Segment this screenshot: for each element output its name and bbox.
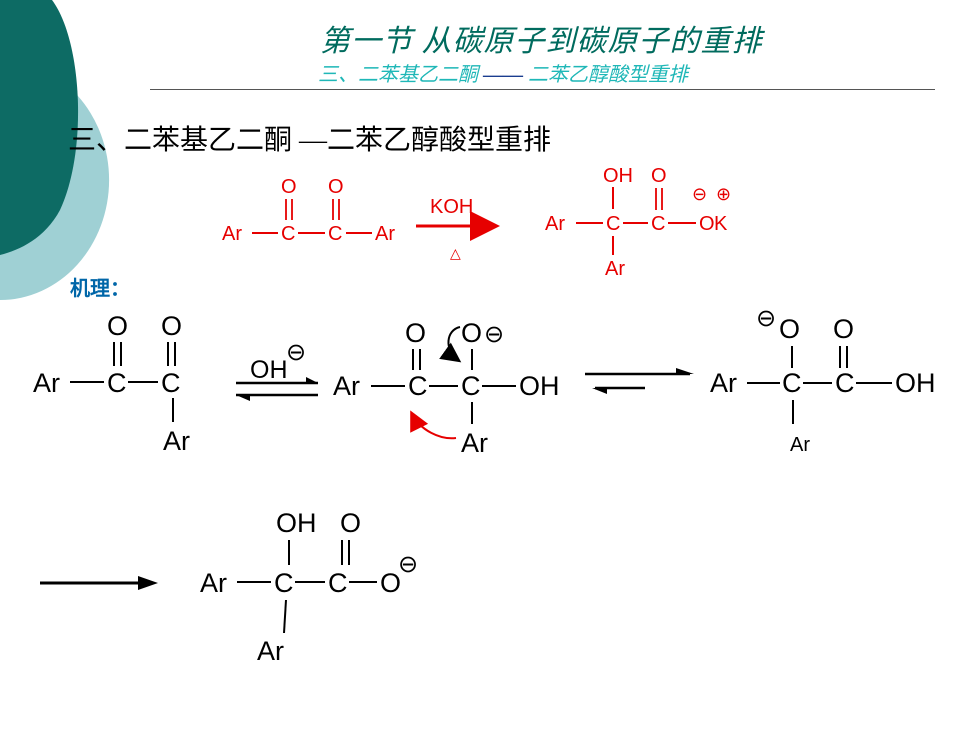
reaction-arrow: KOH △ bbox=[416, 196, 500, 261]
atom-oh: OH bbox=[895, 368, 936, 398]
atom-ar: Ar bbox=[605, 258, 625, 280]
atom-o: O bbox=[779, 314, 800, 344]
atom-ar: Ar bbox=[375, 223, 395, 245]
electron-push-arrow-o bbox=[439, 326, 462, 363]
atom-o: O bbox=[651, 165, 667, 187]
overall-reaction: Ar C C Ar O O KOH △ Ar C C bbox=[222, 165, 731, 280]
atom-c: C bbox=[835, 368, 855, 398]
atom-o: O bbox=[281, 176, 297, 198]
subtitle-part1: 三、二苯基乙二酮 bbox=[318, 64, 478, 86]
heat-symbol: △ bbox=[450, 245, 461, 261]
equilibrium-arrow-1: OH ⊖ bbox=[236, 339, 318, 401]
subtitle-part2: 二苯乙醇酸型重排 bbox=[528, 64, 688, 86]
atom-o: O bbox=[340, 508, 361, 538]
atom-o: O bbox=[380, 568, 401, 598]
minus-charge: ⊖ bbox=[756, 305, 776, 332]
subtitle-dash: —— bbox=[483, 64, 523, 86]
atom-k: K bbox=[714, 213, 728, 235]
title-divider bbox=[150, 89, 935, 90]
atom-c: C bbox=[408, 371, 428, 401]
atom-ar: Ar bbox=[200, 568, 227, 598]
atom-c: C bbox=[328, 223, 342, 245]
slide-title: 第一节 从碳原子到碳原子的重排 bbox=[320, 25, 763, 58]
atom-ar: Ar bbox=[163, 426, 190, 456]
minus-charge: ⊖ bbox=[484, 321, 504, 348]
hydroxide-reagent: OH bbox=[250, 356, 288, 384]
atom-o: O bbox=[699, 213, 715, 235]
mech-alkoxide-intermediate: Ar C C OH O O ⊖ Ar bbox=[333, 318, 560, 458]
atom-oh: OH bbox=[276, 508, 317, 538]
reagent-koh: KOH bbox=[430, 196, 473, 218]
deco-dark-circle bbox=[0, 0, 79, 255]
section-heading: 三、二苯基乙二酮 —二苯乙醇酸型重排 bbox=[68, 125, 552, 156]
atom-ar: Ar bbox=[333, 371, 360, 401]
atom-c: C bbox=[651, 213, 665, 235]
atom-oh: OH bbox=[519, 371, 560, 401]
slide-subtitle: 三、二苯基乙二酮 —— 二苯乙醇酸型重排 bbox=[318, 58, 688, 87]
electron-push-arrow-ar bbox=[410, 410, 457, 440]
forward-arrow-final bbox=[40, 576, 158, 590]
atom-c: C bbox=[281, 223, 295, 245]
atom-c: C bbox=[161, 368, 181, 398]
mechanism-label: 机理： bbox=[70, 278, 130, 300]
atom-o: O bbox=[405, 318, 426, 348]
reactant-benzil: Ar C C Ar O O bbox=[222, 176, 395, 245]
atom-ar: Ar bbox=[545, 213, 565, 235]
atom-ar: Ar bbox=[222, 223, 242, 245]
atom-c: C bbox=[606, 213, 620, 235]
atom-ar: Ar bbox=[790, 434, 810, 456]
decorative-edge-shapes bbox=[0, 0, 110, 300]
atom-c: C bbox=[274, 568, 294, 598]
equilibrium-arrow-2 bbox=[585, 368, 694, 394]
mech-benzil: Ar C C O O Ar bbox=[33, 311, 190, 456]
atom-c: C bbox=[328, 568, 348, 598]
minus-charge: ⊖ bbox=[398, 551, 418, 578]
atom-ar: Ar bbox=[461, 428, 488, 458]
atom-c: C bbox=[782, 368, 802, 398]
mech-rearranged-acid: Ar C C OH O ⊖ O Ar bbox=[710, 305, 936, 456]
atom-c: C bbox=[461, 371, 481, 401]
atom-ar: Ar bbox=[257, 636, 284, 666]
atom-o: O bbox=[328, 176, 344, 198]
atom-oh: OH bbox=[603, 165, 633, 187]
atom-ar: Ar bbox=[710, 368, 737, 398]
plus-charge: ⊕ bbox=[716, 184, 731, 204]
atom-o: O bbox=[161, 311, 182, 341]
atom-c: C bbox=[107, 368, 127, 398]
atom-o: O bbox=[833, 314, 854, 344]
minus-charge: ⊖ bbox=[692, 184, 707, 204]
minus-charge: ⊖ bbox=[286, 339, 306, 366]
atom-o: O bbox=[461, 318, 482, 348]
mech-benzilate-anion: Ar C C O ⊖ OH O Ar bbox=[200, 508, 418, 666]
product-benzilate-salt: Ar C C O K OH O Ar ⊖ ⊕ bbox=[545, 165, 731, 280]
atom-ar: Ar bbox=[33, 368, 60, 398]
atom-o: O bbox=[107, 311, 128, 341]
mechanism: Ar C C O O Ar OH ⊖ Ar C bbox=[33, 305, 936, 666]
